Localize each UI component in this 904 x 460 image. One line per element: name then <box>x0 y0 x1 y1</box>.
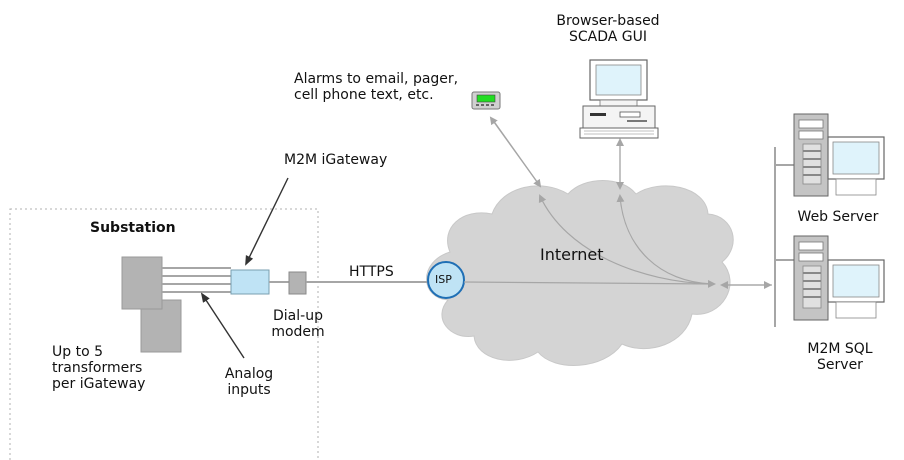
transformer-back <box>121 256 163 310</box>
dialup-line2: modem <box>271 324 325 340</box>
igateway-label: M2M iGateway <box>284 152 388 168</box>
analog-line1: Analog <box>224 366 274 382</box>
sql-server-icon <box>793 235 885 321</box>
hub-alarms-curve <box>538 194 713 285</box>
analog-pointer-arrow <box>200 292 245 359</box>
analog-input-lines <box>162 267 231 293</box>
dialup-line1: Dial-up <box>273 308 323 324</box>
sql-line2: Server <box>817 357 863 373</box>
transformers-line2: transformers <box>52 360 143 376</box>
isp-node <box>427 261 465 299</box>
web-server-label: Web Server <box>797 209 879 225</box>
igateway-box <box>230 269 270 295</box>
internet-label: Internet <box>540 245 604 264</box>
substation-title: Substation <box>90 220 176 236</box>
browser-gui-line2: SCADA GUI <box>568 29 648 45</box>
sql-server-label: M2M SQL Server <box>788 341 892 373</box>
https-label: HTTPS <box>349 264 394 280</box>
browser-gui-line1: Browser-based <box>556 13 660 29</box>
isp-label: ISP <box>435 273 452 286</box>
browser-gui-label: Browser-based SCADA GUI <box>548 13 668 45</box>
pager-icon <box>471 91 501 110</box>
alarms-label: Alarms to email, pager, cell phone text,… <box>294 71 494 103</box>
isp-hub-link <box>463 279 716 288</box>
web-server-icon <box>793 113 885 197</box>
dialup-modem-label: Dial-up modem <box>266 308 330 340</box>
desktop-computer-icon <box>579 59 659 139</box>
igateway-pointer-arrow <box>245 177 289 266</box>
analog-line2: inputs <box>227 382 271 398</box>
transformers-line1: Up to 5 <box>52 344 103 360</box>
transformers-label: Up to 5 transformers per iGateway <box>52 344 182 392</box>
dialup-modem-box <box>288 271 307 295</box>
analog-inputs-label: Analog inputs <box>212 366 286 398</box>
hub-gui-curve <box>616 194 713 285</box>
internet-cloud <box>426 180 734 366</box>
transformers-line3: per iGateway <box>52 376 146 392</box>
pager-link-back <box>492 119 542 188</box>
substation-boundary <box>9 208 319 460</box>
alarms-line1: Alarms to email, pager, <box>294 71 459 87</box>
sql-line1: M2M SQL <box>807 341 873 357</box>
alarms-line2: cell phone text, etc. <box>294 87 434 103</box>
